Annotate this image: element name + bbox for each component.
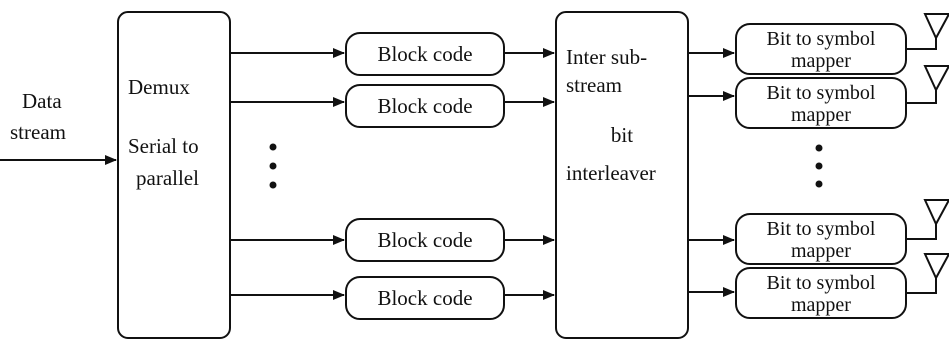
- mapper-1-line1: Bit to symbol: [767, 28, 876, 50]
- block-code-label-4: Block code: [377, 286, 472, 310]
- interleaver-line2: stream: [566, 73, 622, 97]
- mapper-ellipsis-dots: [815, 144, 823, 188]
- input-label-line2: stream: [10, 120, 66, 144]
- demux-line2: parallel: [136, 166, 199, 190]
- interleaver-line1: Inter sub-: [566, 45, 647, 69]
- interleaver-line3: bit: [611, 123, 633, 147]
- antenna-2: [906, 65, 949, 104]
- mapper-2-line2: mapper: [791, 104, 851, 126]
- mapper-3-line1: Bit to symbol: [767, 218, 876, 240]
- interleaver-line4: interleaver: [566, 161, 656, 185]
- demux-title: Demux: [128, 75, 190, 99]
- block-code-box-4: [345, 276, 505, 320]
- mapper-4-line1: Bit to symbol: [767, 272, 876, 294]
- demux-block: [117, 11, 231, 339]
- interleaver-block: [555, 11, 689, 339]
- antenna-4: [906, 253, 949, 294]
- block-code-label-1: Block code: [377, 42, 472, 66]
- mapper-3-line2: mapper: [791, 240, 851, 262]
- antenna-3: [906, 199, 949, 240]
- mapper-4-line2: mapper: [791, 294, 851, 316]
- mapper-2-line1: Bit to symbol: [767, 82, 876, 104]
- mapper-1-line2: mapper: [791, 50, 851, 72]
- block-code-label-3: Block code: [377, 228, 472, 252]
- block-code-label-2: Block code: [377, 94, 472, 118]
- demux-line1: Serial to: [128, 134, 199, 158]
- substream-ellipsis-dots: [269, 143, 277, 189]
- block-code-box-2: [345, 84, 505, 128]
- input-label-line1: Data: [22, 89, 62, 113]
- antenna-1: [906, 13, 949, 50]
